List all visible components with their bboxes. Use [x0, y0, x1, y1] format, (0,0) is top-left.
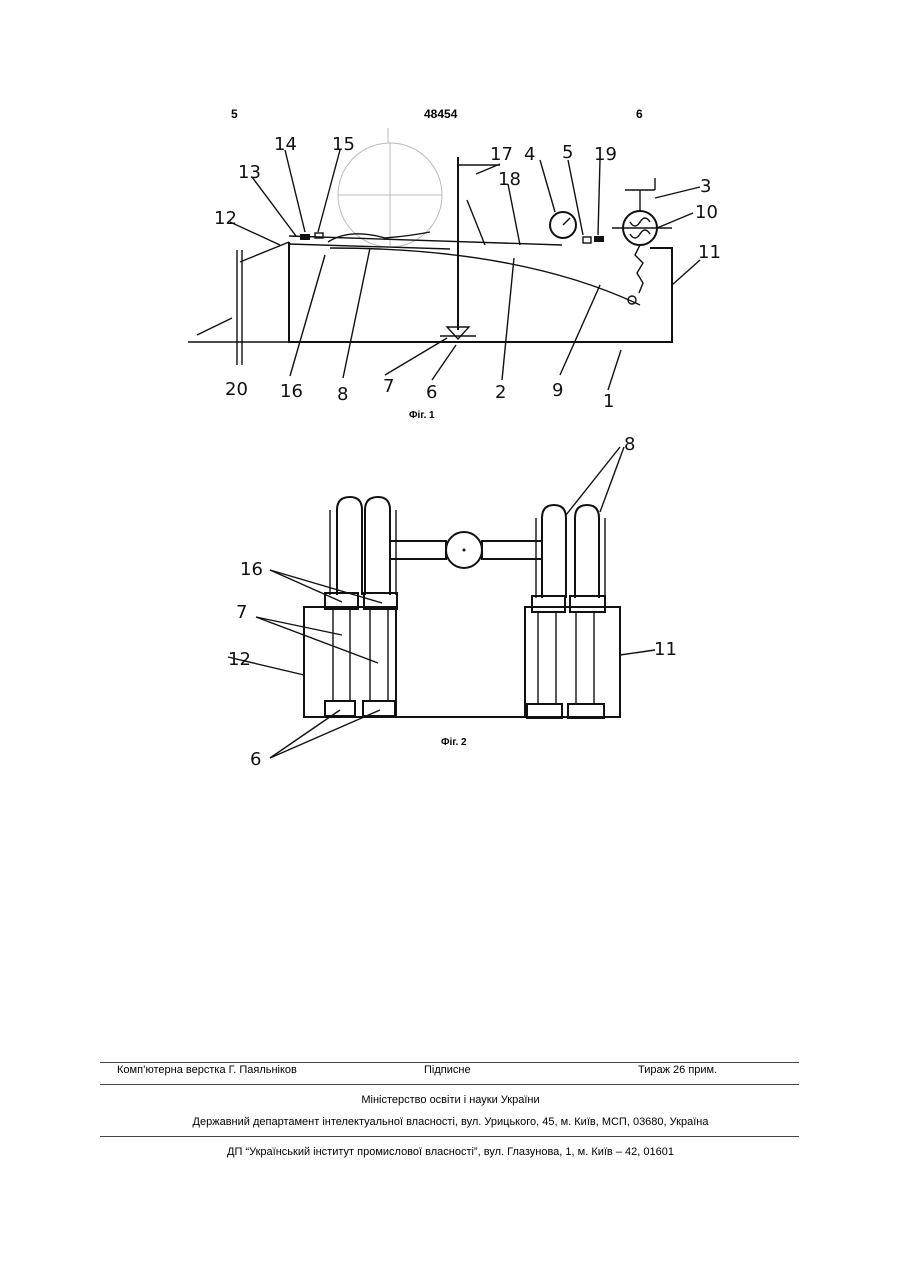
- fig2-label-11: 11: [654, 639, 677, 660]
- figure-2-caption: Фіг. 2: [441, 737, 467, 748]
- circulation-note: Тираж 26 прим.: [638, 1064, 717, 1076]
- fig2-label-7: 7: [236, 602, 247, 623]
- fig2-label-12: 12: [228, 649, 251, 670]
- institute-address: ДП “Український інститут промислової вла…: [0, 1146, 901, 1158]
- footer-rule-top: [100, 1062, 799, 1063]
- fig2-label-16: 16: [240, 559, 263, 580]
- ministry-name: Міністерство освіти і науки України: [0, 1094, 901, 1106]
- fig2-label-8: 8: [624, 434, 635, 455]
- signed-note: Підписне: [424, 1064, 471, 1076]
- fig2-label-6: 6: [250, 749, 261, 770]
- footer-rule-bottom: [100, 1136, 799, 1137]
- typesetting-credit: Комп’ютерна верстка Г. Паяльніков: [117, 1064, 297, 1076]
- department-address: Державний департамент інтелектуальної вл…: [0, 1116, 901, 1128]
- footer-rule-mid: [100, 1084, 799, 1085]
